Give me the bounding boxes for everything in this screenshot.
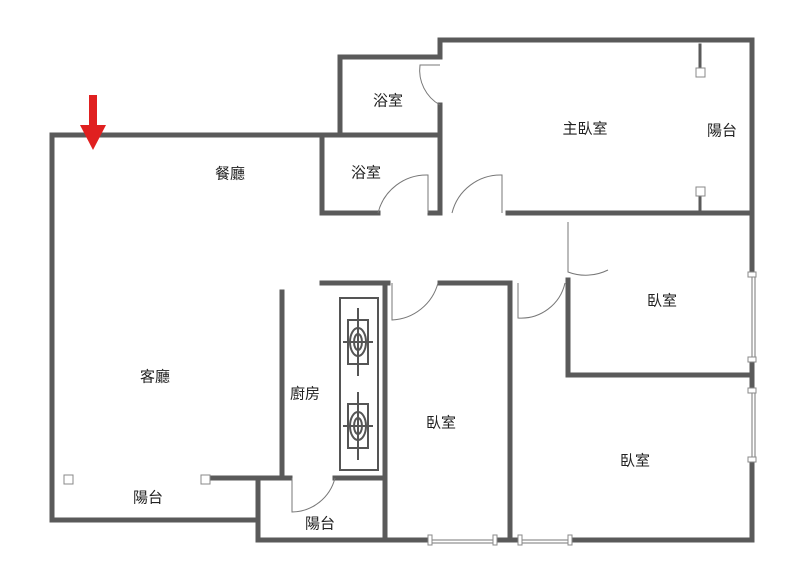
room-label-bedroom-right-lower: 臥室 [619, 451, 651, 470]
walls [49, 37, 755, 543]
room-label-living-balcony: 陽台 [132, 488, 164, 507]
room-label-dining: 餐廳 [214, 164, 246, 183]
doors [291, 64, 609, 513]
gas-burner-icon [339, 297, 379, 471]
room-label-kitchen-balcony: 陽台 [304, 514, 336, 533]
room-label-master-bedroom: 主臥室 [562, 119, 608, 138]
red-down-arrow-icon [80, 95, 106, 150]
room-label-living-room: 客廳 [139, 367, 171, 386]
room-label-bedroom-right-upper: 臥室 [646, 291, 678, 310]
room-label-bedroom-middle: 臥室 [425, 413, 457, 432]
room-label-master-balcony: 陽台 [706, 121, 738, 140]
room-label-kitchen: 廚房 [289, 384, 321, 403]
windows [427, 271, 757, 546]
room-label-bath-lower: 浴室 [350, 163, 382, 182]
balcony-drains [63, 43, 706, 485]
room-label-bath-upper: 浴室 [372, 91, 404, 110]
